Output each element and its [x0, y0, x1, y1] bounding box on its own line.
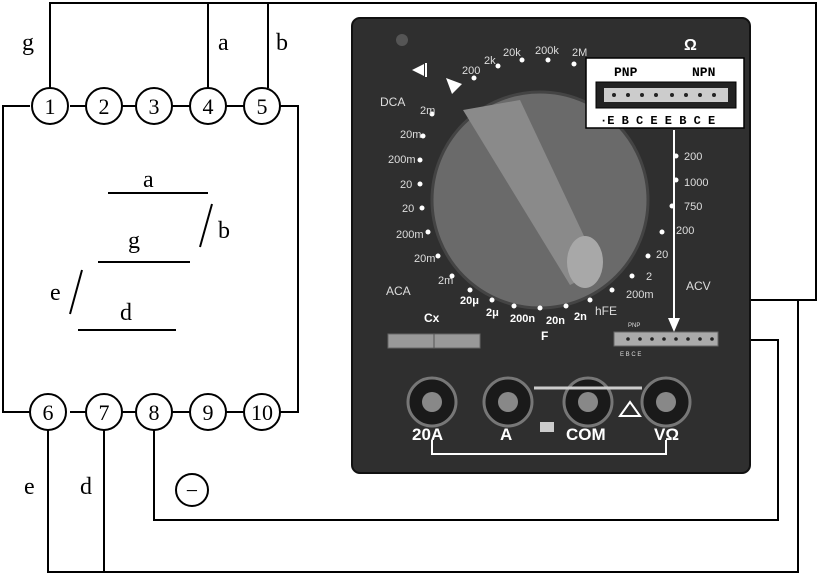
f-label: F: [541, 329, 548, 343]
warning-icon: [618, 400, 642, 417]
wire-label-b: b: [276, 30, 288, 56]
dial-label: 200: [684, 151, 702, 163]
dial-label: 2M: [572, 47, 587, 59]
dial-label: 20: [402, 203, 414, 215]
terminal-label-a: A: [500, 425, 512, 444]
ohm-symbol: Ω: [684, 37, 697, 54]
pin-circles: [29, 87, 281, 507]
diode-icon: [412, 63, 462, 94]
terminal-label-v-ohm: VΩ: [654, 425, 679, 444]
dca-label: DCA: [380, 95, 405, 109]
wire-label-e: e: [24, 474, 35, 500]
terminal-jacks: [406, 376, 692, 428]
dial-label: 20: [400, 179, 412, 191]
terminal-label-com: COM: [566, 425, 606, 444]
segment-label-e: e: [50, 280, 61, 306]
terminal-label-20a: 20A: [412, 425, 443, 444]
dial-label: 20k: [503, 47, 521, 59]
pin-label: 9: [203, 400, 214, 425]
dial-label: 2μ: [486, 307, 499, 319]
hfe-label: hFE: [595, 304, 617, 318]
small-pnp-label: PNP: [628, 323, 640, 329]
dial-label: 2k: [484, 55, 496, 67]
small-socket-pins: E B C E: [620, 352, 641, 358]
pin-label: 6: [43, 400, 54, 425]
dial-label: 2m: [420, 105, 435, 117]
acv-label: ACV: [686, 279, 711, 293]
dial-label: 200: [676, 225, 694, 237]
segment-labels: a b g e d: [50, 167, 230, 326]
dial-label: 200m: [396, 229, 424, 241]
pin-label: 7: [99, 400, 110, 425]
ground-icon: [540, 422, 554, 432]
segment-label-a: a: [143, 167, 154, 193]
npn-label: NPN: [692, 65, 715, 80]
pin-label: 4: [203, 94, 214, 119]
pin-numbers: 1 2 3 4 5 6 7 8 9 10 −: [43, 94, 274, 503]
multimeter: 200 2k 20k 200k 2M 2m 20m 200m 20 20 200…: [351, 17, 751, 474]
dial-label: 750: [684, 201, 702, 213]
dial-label: 200k: [535, 45, 559, 57]
pin-label: 2: [99, 94, 110, 119]
segment-label-g: g: [128, 228, 140, 254]
pin-label: 3: [149, 94, 160, 119]
segment-label-d: d: [120, 300, 132, 326]
wire-label-g: g: [22, 30, 34, 56]
dial-label: 200: [462, 65, 480, 77]
cx-label: Cx: [424, 311, 440, 325]
pin-label: 10: [251, 400, 273, 425]
dial-label: 20n: [546, 315, 565, 327]
pin-label: 8: [149, 400, 160, 425]
pin-label: 5: [257, 94, 268, 119]
dial-label: 20m: [400, 129, 421, 141]
pnp-label: PNP: [614, 65, 638, 80]
dial-label: 1000: [684, 177, 708, 189]
socket-pin-labels: ·E B C E E B C E: [600, 114, 715, 128]
dial-label: 20μ: [460, 295, 479, 307]
dial-label: 2n: [574, 311, 587, 323]
hfe-socket-small[interactable]: [613, 331, 719, 347]
aca-label: ACA: [386, 284, 411, 298]
dial-label: 2: [646, 271, 652, 283]
segment-label-b: b: [218, 218, 230, 244]
wire-label-a: a: [218, 30, 229, 56]
dial-label: 20: [656, 249, 668, 261]
wire-label-d: d: [80, 474, 92, 500]
dial-label: 200n: [510, 313, 535, 325]
wire-labels: g a b e d: [22, 30, 288, 500]
dial-label: 200m: [388, 154, 416, 166]
pin-label: 1: [45, 94, 56, 119]
dial-label: 20m: [414, 253, 435, 265]
dial-label: 200m: [626, 289, 654, 301]
minus-sign: −: [186, 478, 198, 503]
dial-label: 2m: [438, 275, 453, 287]
